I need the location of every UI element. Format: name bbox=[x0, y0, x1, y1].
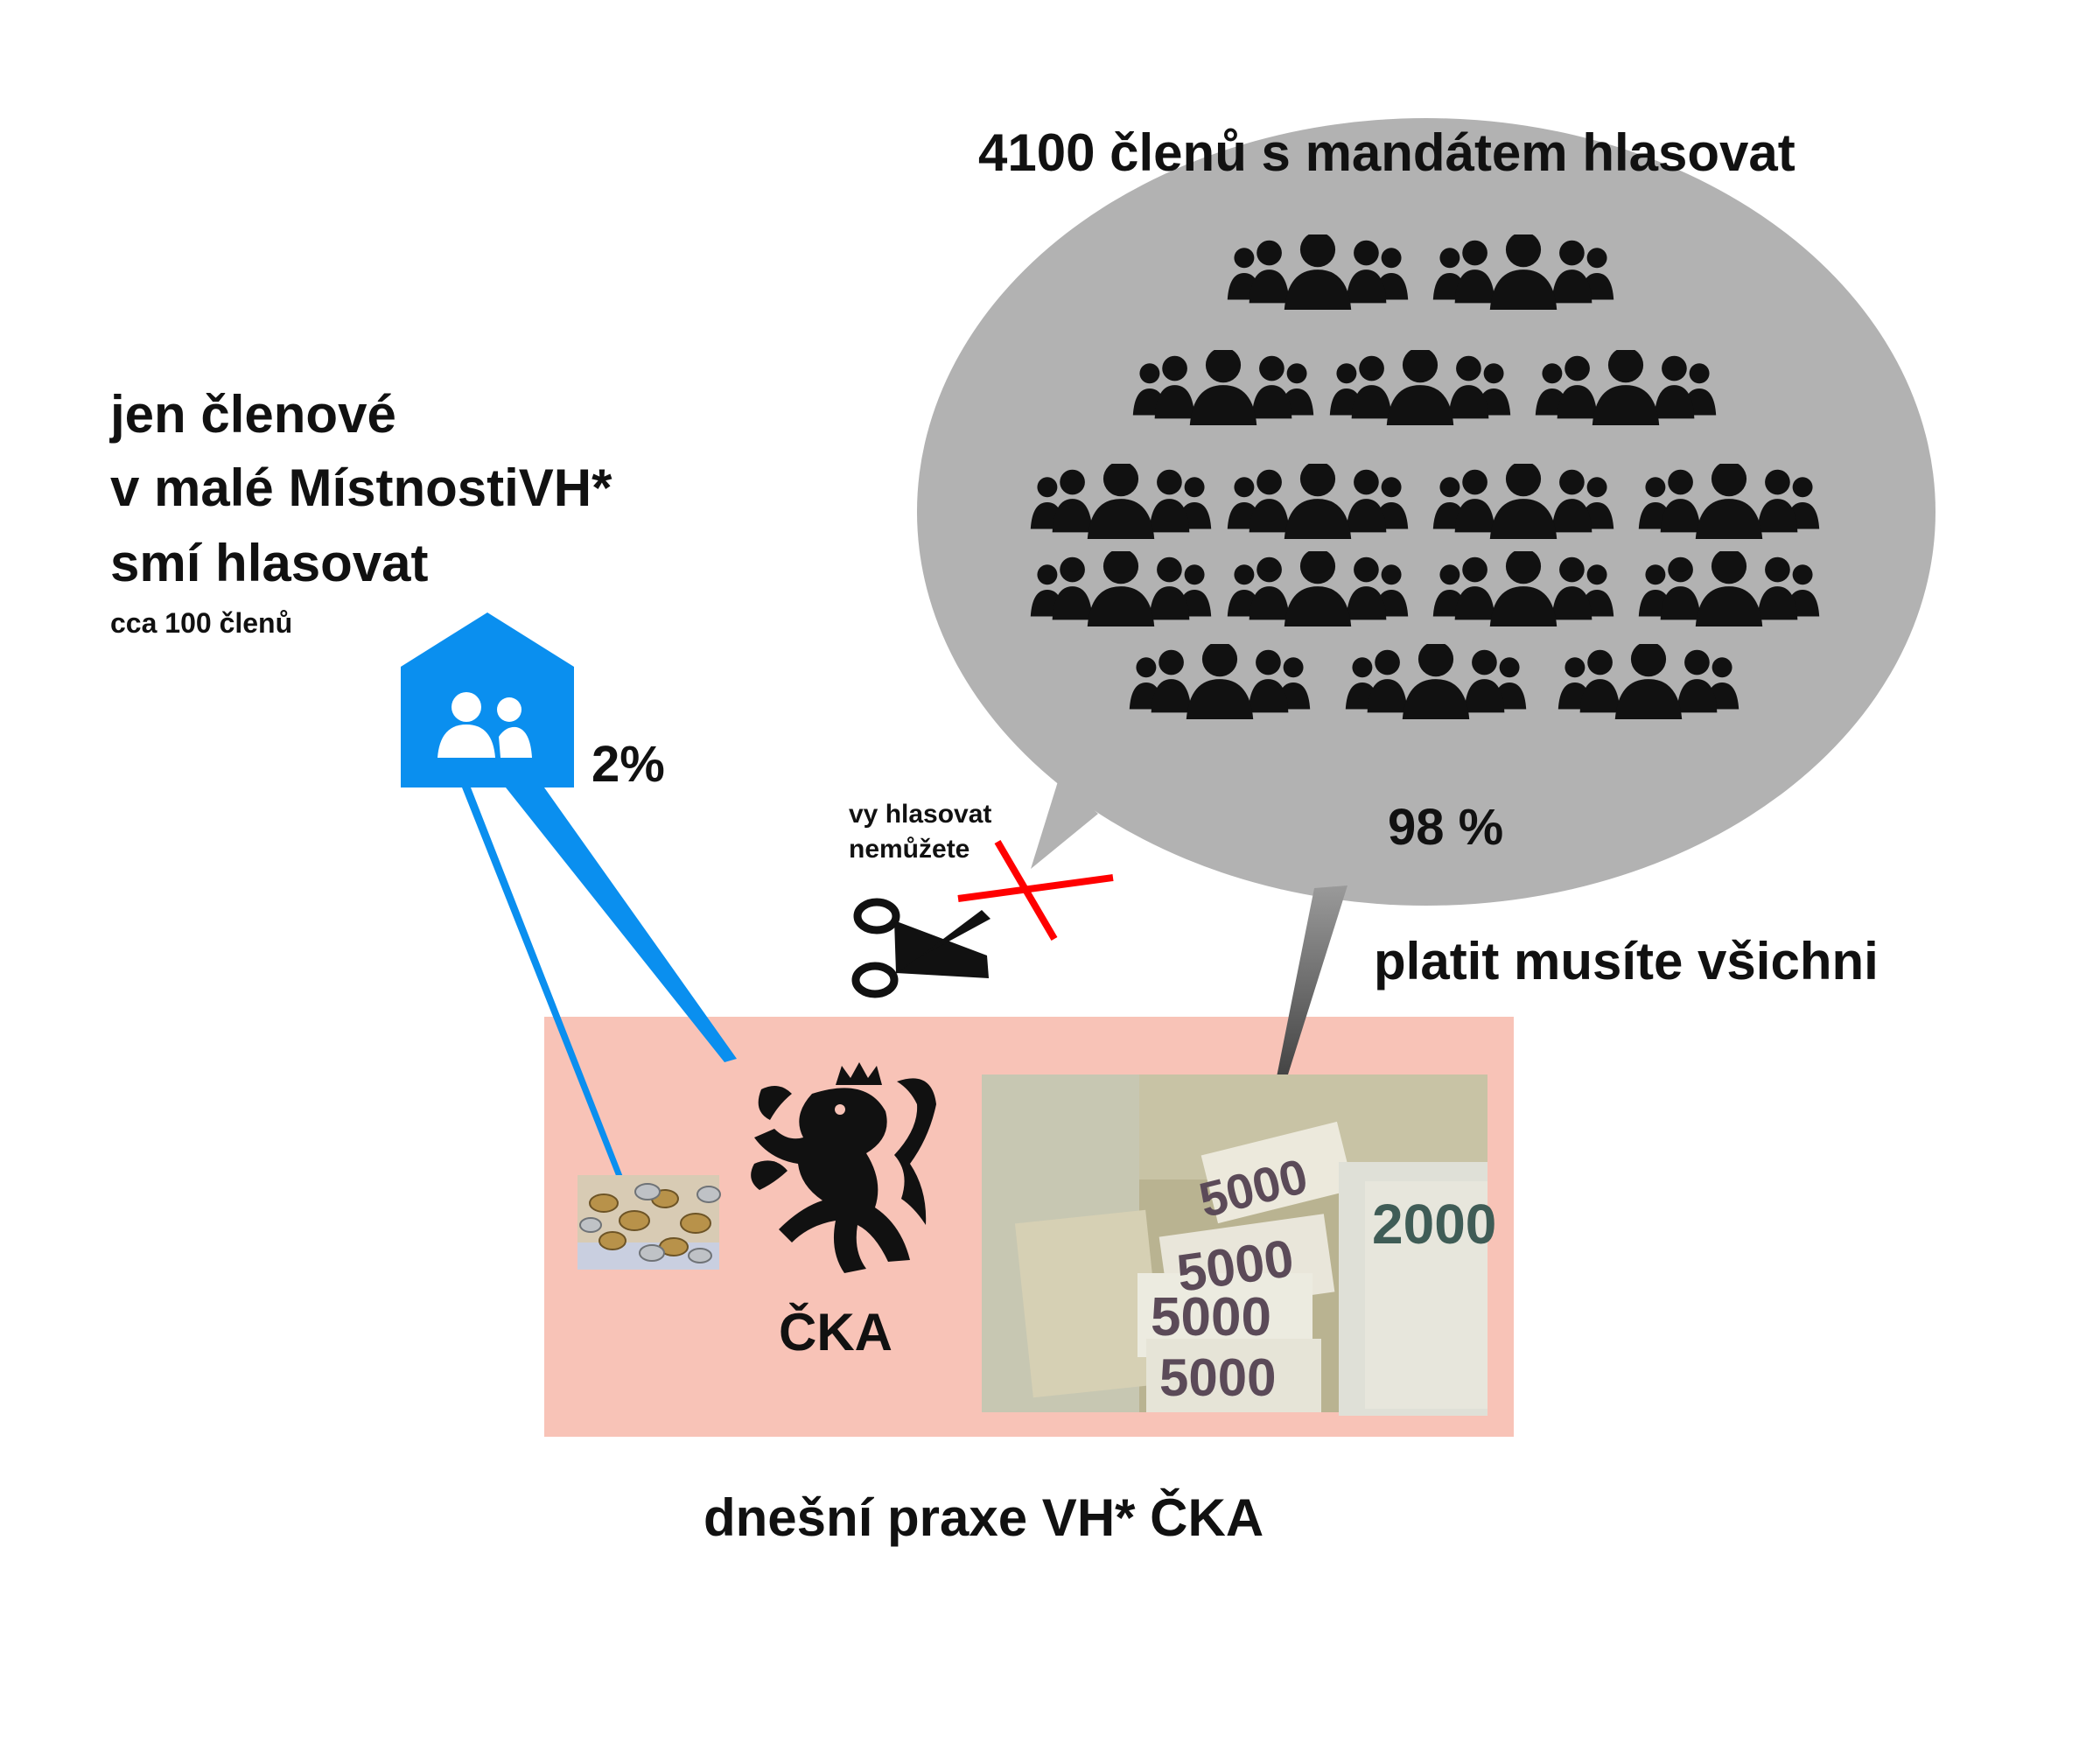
room-caption-line1: jen členové bbox=[110, 385, 396, 444]
small-share-label: 2% bbox=[592, 736, 665, 793]
room-beam-thin bbox=[462, 788, 623, 1178]
room-caption-line3: smí hlasovat bbox=[110, 534, 429, 592]
payment-note: platit musíte všichni bbox=[1374, 932, 1879, 990]
bubble-title: 4100 členů s mandátem hlasovat bbox=[978, 123, 1796, 182]
room-beam-wide bbox=[506, 788, 737, 1062]
voting-room-icon bbox=[401, 612, 574, 788]
blocked-note-line2: nemůžete bbox=[849, 835, 970, 864]
footer-caption: dnešní praxe VH* ČKA bbox=[704, 1488, 1264, 1547]
scissors-icon bbox=[851, 898, 990, 998]
coins-photo bbox=[578, 1175, 721, 1270]
room-caption-line2: v malé MístnostiVH* bbox=[110, 458, 612, 517]
blocked-cross-icon bbox=[957, 839, 1114, 942]
bubble-share-label: 98 % bbox=[1388, 799, 1504, 856]
blocked-note-line1: vy hlasovat bbox=[849, 800, 992, 829]
banknote-value: 5000 bbox=[1151, 1287, 1271, 1348]
org-label: ČKA bbox=[779, 1303, 892, 1362]
banknotes-photo bbox=[982, 1074, 1488, 1416]
banknote-value: 2000 bbox=[1372, 1193, 1497, 1256]
banknote-value: 5000 bbox=[1159, 1348, 1277, 1407]
bubble-tail-left bbox=[1031, 779, 1098, 869]
lion-emblem-icon bbox=[751, 1062, 936, 1273]
room-caption-note: cca 100 členů bbox=[110, 607, 293, 639]
